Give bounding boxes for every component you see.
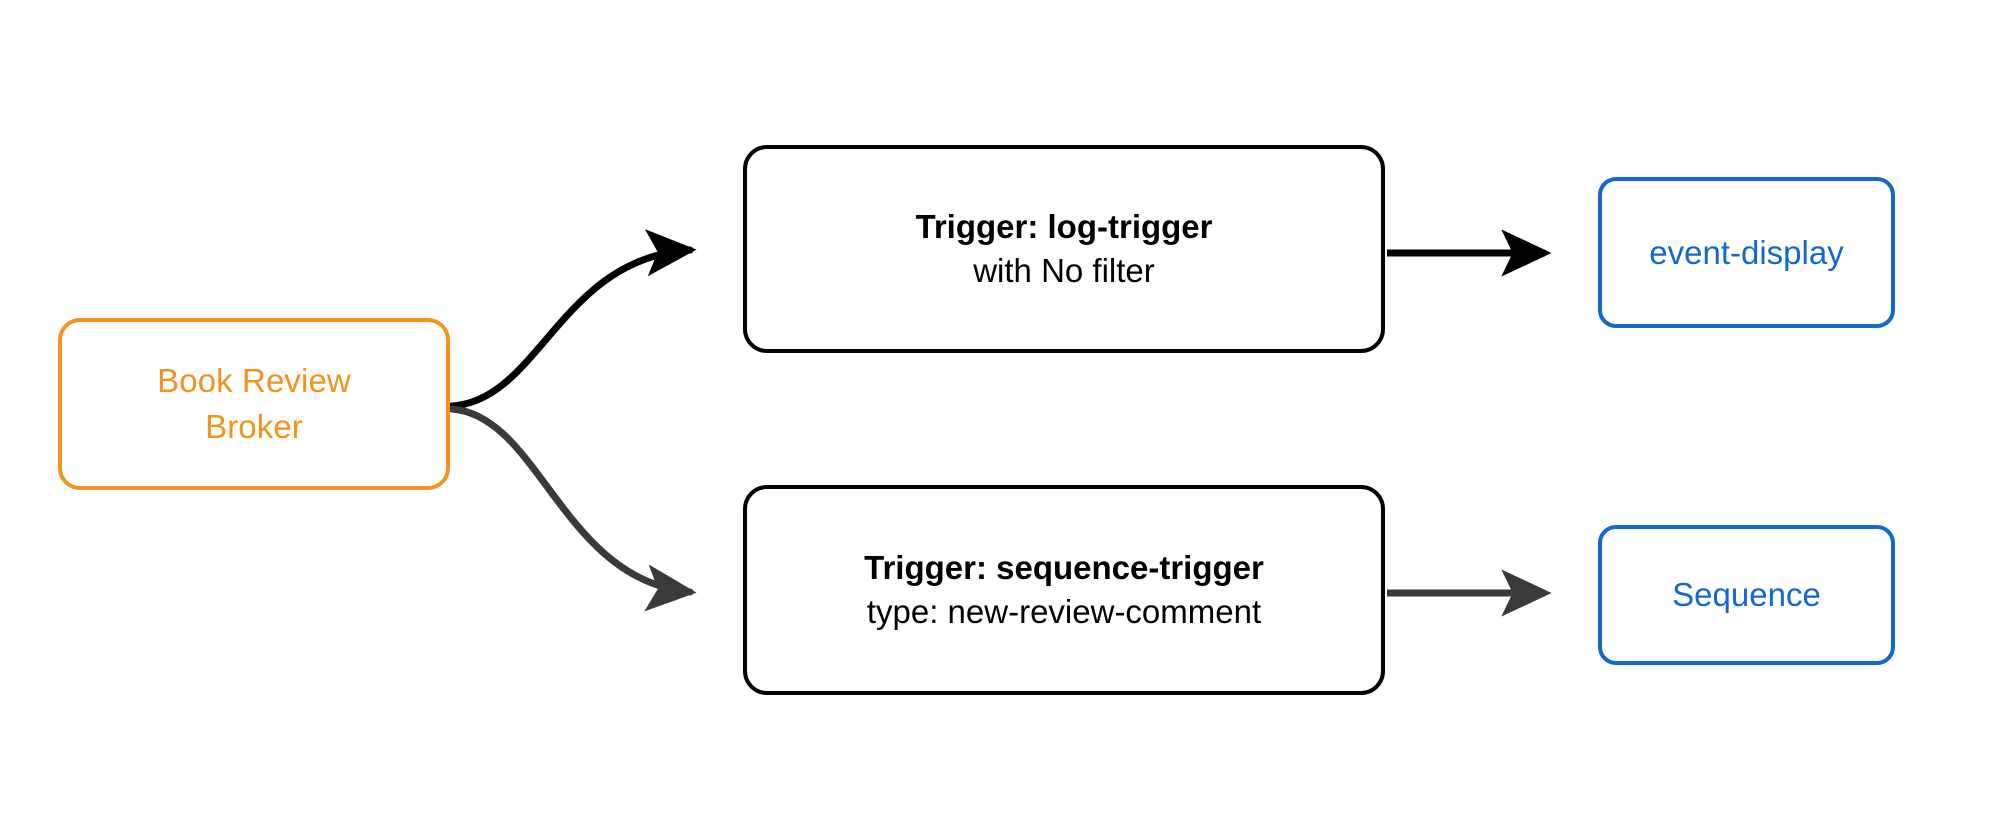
node-trigger-sequence-trigger[interactable]: Trigger: sequence-trigger type: new-revi… — [743, 485, 1385, 695]
trigger-log-subtitle: with No filter — [973, 252, 1155, 289]
trigger-sequence-title: Trigger: sequence-trigger — [864, 549, 1264, 586]
edge-broker-to-log-trigger — [448, 229, 697, 410]
broker-label-line-2: Broker — [205, 408, 303, 445]
target-event-display-label: event-display — [1649, 233, 1844, 271]
node-target-sequence[interactable]: Sequence — [1598, 525, 1895, 665]
trigger-sequence-subtitle: type: new-review-comment — [866, 593, 1262, 630]
edge-broker-to-sequence-trigger — [448, 405, 697, 612]
node-target-event-display[interactable]: event-display — [1598, 177, 1895, 328]
target-sequence-label: Sequence — [1672, 576, 1821, 613]
broker-label-line-1: Book Review — [157, 362, 351, 399]
node-trigger-log-trigger[interactable]: Trigger: log-trigger with No filter — [743, 145, 1385, 353]
trigger-log-title: Trigger: log-trigger — [915, 208, 1213, 245]
node-book-review-broker[interactable]: Book Review Broker — [58, 318, 450, 490]
